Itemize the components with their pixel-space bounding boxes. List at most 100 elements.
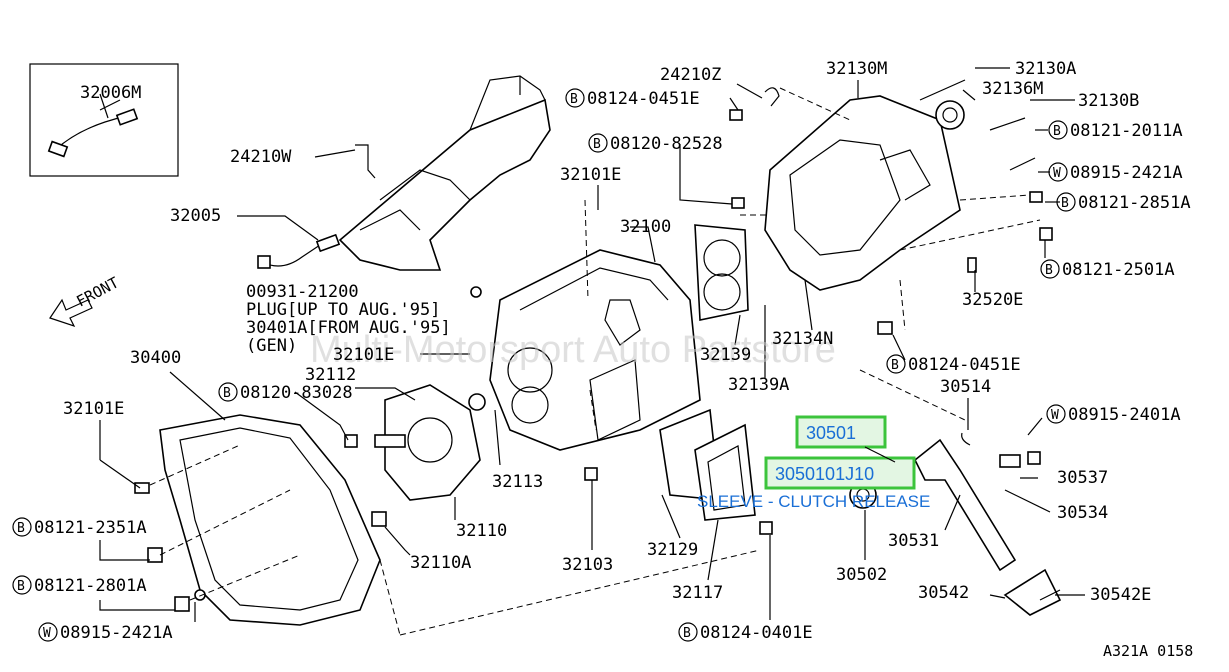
highlight-description: SLEEVE - CLUTCH RELEASE	[697, 492, 930, 511]
shift-housing-drawing	[338, 75, 551, 271]
bolt-b-icon	[678, 622, 698, 642]
dashed-reference-lines	[149, 87, 1041, 636]
bolt-b-letter: B	[891, 358, 899, 373]
label-32112: 32112	[305, 365, 356, 385]
label-08121-2011A: 08121-2011A	[1070, 121, 1183, 141]
bolt-b-letter: B	[683, 626, 691, 641]
bolt-b-letter: B	[17, 521, 25, 536]
bolt-b-icon	[1056, 192, 1076, 212]
label-08124-0451E-top: 08124-0451E	[587, 89, 700, 109]
label-30542: 30542	[918, 583, 969, 603]
label-32130M: 32130M	[826, 59, 887, 79]
highlight-box-part-code[interactable]	[764, 456, 916, 490]
label-32130A: 32130A	[1015, 59, 1076, 79]
label-24210W: 24210W	[230, 147, 292, 167]
bolt-b-icon	[12, 517, 32, 537]
bolt-b-icon	[12, 575, 32, 595]
label-24210Z: 24210Z	[660, 65, 721, 85]
callout-08120-83028: B 08120-83028	[218, 382, 353, 403]
bolt-b-icon	[565, 88, 585, 108]
label-08120-83028: 08120-83028	[240, 383, 353, 403]
rear-housing-32130M-drawing	[764, 95, 965, 291]
bolt-b-icon	[1048, 120, 1068, 140]
callout-08915-2421A-right: W 08915-2421A	[1048, 162, 1183, 183]
callout-08121-2011A: B 08121-2011A	[1048, 120, 1183, 141]
bolt-b-letter: B	[1045, 263, 1053, 278]
plug-note: 00931-21200 PLUG[UP TO AUG.'95] 30401A[F…	[246, 282, 451, 356]
transmission-case-32100-drawing	[489, 249, 701, 451]
callout-08121-2351A: B 08121-2351A	[12, 517, 147, 538]
bolt-b-icon	[886, 354, 906, 374]
highlight-part-number[interactable]: 30501	[806, 423, 856, 443]
front-arrow	[49, 298, 93, 328]
label-32110A: 32110A	[410, 553, 471, 573]
callout-08915-2421A-left: W 08915-2421A	[38, 622, 173, 643]
watermark: Multi-Motorsport Auto Partstore	[310, 329, 836, 371]
label-08121-2351A: 08121-2351A	[34, 518, 147, 538]
label-32136M: 32136M	[982, 79, 1043, 99]
label-30400: 30400	[130, 348, 181, 368]
label-32139A: 32139A	[728, 375, 789, 395]
label-32129: 32129	[647, 540, 698, 560]
label-32100: 32100	[620, 217, 671, 237]
inset-frame	[29, 63, 179, 177]
label-08120-82528: 08120-82528	[610, 134, 723, 154]
label-32520E: 32520E	[962, 290, 1023, 310]
label-32110: 32110	[456, 521, 507, 541]
bolt-b-letter: B	[593, 137, 601, 152]
label-30534: 30534	[1057, 503, 1108, 523]
label-32134N: 32134N	[772, 329, 833, 349]
gasket-32139-drawing	[694, 224, 749, 321]
label-32130B: 32130B	[1078, 91, 1139, 111]
label-08124-0451E-mid: 08124-0451E	[908, 355, 1021, 375]
label-30531: 30531	[888, 531, 939, 551]
label-32117: 32117	[672, 583, 723, 603]
callout-08121-2851A: B 08121-2851A	[1056, 192, 1191, 213]
washer-w-icon	[1048, 162, 1068, 182]
callout-08124-0451E-mid: B 08124-0451E	[886, 354, 1021, 375]
label-32005: 32005	[170, 206, 221, 226]
bolt-b-letter: B	[223, 386, 231, 401]
plug-note-line3: 30401A[FROM AUG.'95]	[246, 318, 451, 338]
bolt-b-icon	[1040, 259, 1060, 279]
callout-08124-0451E-top: B 08124-0451E	[565, 88, 700, 109]
bolt-b-icon	[588, 133, 608, 153]
callout-08915-2401A: W 08915-2401A	[1046, 404, 1181, 425]
label-08121-2851A: 08121-2851A	[1078, 193, 1191, 213]
highlight-part-code[interactable]: 3050101J10	[775, 464, 874, 484]
highlight-box-part-number[interactable]	[795, 415, 887, 449]
highlight-group	[764, 415, 916, 490]
plug-note-line2: PLUG[UP TO AUG.'95]	[246, 300, 440, 320]
front-cover-32110-drawing	[374, 286, 486, 501]
label-32101E-top: 32101E	[560, 165, 621, 185]
washer-w-icon	[38, 622, 58, 642]
label-08124-0401E: 08124-0401E	[700, 623, 813, 643]
bell-housing-30400-drawing	[134, 414, 381, 626]
sensor-32006M-drawing	[47, 99, 139, 158]
callout-08120-82528: B 08120-82528	[588, 133, 723, 154]
label-32103: 32103	[562, 555, 613, 575]
callout-08124-0401E: B 08124-0401E	[678, 622, 813, 643]
label-32139: 32139	[700, 345, 751, 365]
label-30542E: 30542E	[1090, 585, 1151, 605]
washer-w-letter: W	[1053, 166, 1061, 181]
label-08915-2401A: 08915-2401A	[1068, 405, 1181, 425]
label-32113: 32113	[492, 472, 543, 492]
bolt-b-icon	[218, 382, 238, 402]
plug-note-line1: 00931-21200	[246, 282, 359, 302]
label-32101E-left: 32101E	[63, 399, 124, 419]
sensor-32005-drawing	[257, 233, 341, 269]
label-08121-2801A: 08121-2801A	[34, 576, 147, 596]
washer-w-icon	[1046, 404, 1066, 424]
callout-08121-2801A: B 08121-2801A	[12, 575, 147, 596]
callout-08121-2501A: B 08121-2501A	[1040, 259, 1175, 280]
bolt-b-letter: B	[1061, 196, 1069, 211]
side-cover-32117-drawing	[584, 408, 773, 535]
plug-note-line4: (GEN)	[246, 336, 297, 356]
washer-w-letter: W	[43, 626, 51, 641]
bolts-left-drawing	[147, 434, 387, 612]
bolt-b-letter: B	[17, 579, 25, 594]
bolt-b-letter: B	[570, 92, 578, 107]
leader-lines	[99, 67, 1085, 622]
